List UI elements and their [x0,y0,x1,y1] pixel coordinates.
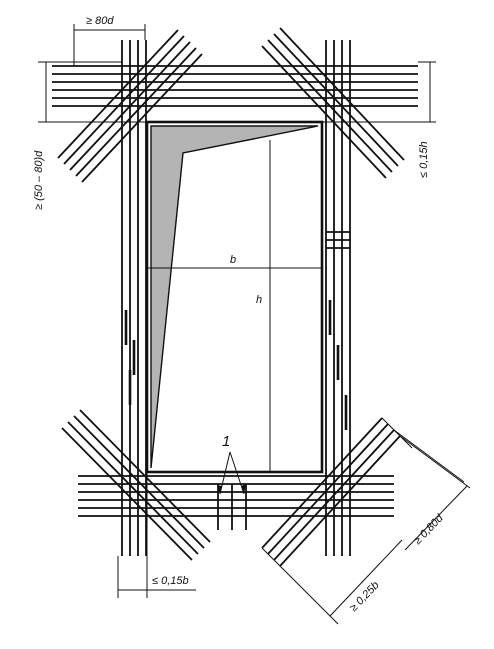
diagonal-bars-top-left [57,29,203,183]
dim-offset-top-right: ≤ 0,15h [322,61,436,178]
bottom-horizontal-bars [78,475,394,517]
diagonal-bars-bottom-right [261,417,401,567]
dim-diag-spacing: ≥ 0,80d [393,429,471,551]
hatched-wall-profile [150,125,319,469]
dim-overlap-left: ≥ (50 – 80)d [33,61,147,210]
dim-diag-length: ≥ 0,25b [261,417,413,625]
callout-1: 1 [217,433,247,530]
top-horizontal-bars [52,65,418,107]
dim-width-b: b [147,254,322,269]
diagonal-bars-top-right [261,27,405,179]
label-width-b: b [230,254,236,266]
dim-min-anchorage-top: ≥ 80d [73,15,146,66]
dim-offset-bottom-left: ≤ 0,15b [117,472,196,598]
label-height-h: h [256,294,262,306]
dim-height-h: h [256,140,271,472]
label-overlap-left: ≥ (50 – 80)d [33,150,45,210]
label-diag-spacing: ≥ 0,80d [412,512,447,547]
label-offset-bottom-left: ≤ 0,15b [152,575,189,587]
label-min-anchorage-top: ≥ 80d [86,15,114,27]
label-diag-length: ≥ 0,25b [348,579,382,614]
label-offset-top-right: ≤ 0,15h [418,141,430,178]
inner-frame [145,120,324,474]
label-callout-1: 1 [222,433,230,450]
diagonal-bars-bottom-left [61,409,211,561]
